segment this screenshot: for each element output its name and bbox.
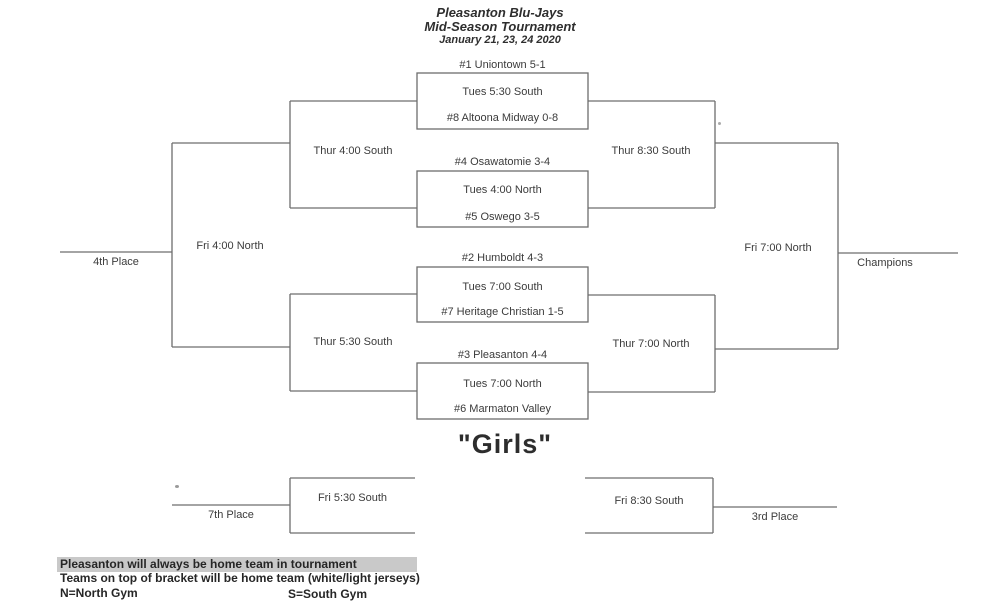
scan-artifact [718,122,721,125]
matchup-2-box [416,170,589,228]
matchup-2-bottom-team: #5 Oswego 3-5 [465,211,540,223]
third-place-lines [585,477,837,534]
matchup-3-top-team: #2 Humboldt 4-3 [461,252,544,264]
matchup-2-top-team: #4 Osawatomie 3-4 [454,156,551,168]
tournament-title: Pleasanton Blu-Jays [436,5,564,20]
tournament-dates: January 21, 23, 24 2020 [439,34,561,46]
matchup-1-time: Tues 5:30 South [462,86,543,98]
third-place-label: 3rd Place [751,511,799,523]
consolation-semifinal-top-label: Thur 4:00 South [313,145,393,157]
tournament-header: Pleasanton Blu-Jays Mid-Season Tournamen… [350,6,650,47]
semifinal-bottom-label: Thur 7:00 North [612,338,690,350]
matchup-1-bottom-team: #8 Altoona Midway 0-8 [446,112,559,124]
seventh-place-label: 7th Place [208,509,254,521]
championship-label: Fri 7:00 North [744,242,812,254]
seventh-place-lines [172,477,415,534]
semifinal-top-label: Thur 8:30 South [611,145,691,157]
seventh-place-game-label: Fri 5:30 South [317,492,388,504]
division-label: "Girls" [457,429,553,459]
matchup-2-time: Tues 4:00 North [463,184,542,196]
third-place-game-label: Fri 8:30 South [614,495,684,507]
note-jerseys: Teams on top of bracket will be home tea… [60,571,420,585]
matchup-4-top-team: #3 Pleasanton 4-4 [457,349,548,361]
matchup-3-time: Tues 7:00 South [462,281,543,293]
matchup-1-top-team: #1 Uniontown 5-1 [459,59,546,71]
matchup-3-bottom-team: #7 Heritage Christian 1-5 [441,306,564,318]
matchup-4-bottom-team: #6 Marmaton Valley [453,403,551,415]
note-home-team: Pleasanton will always be home team in t… [57,557,417,572]
consolation-bracket-lines [60,100,417,392]
legend-south-gym: S=South Gym [288,587,368,601]
matchup-4-time: Tues 7:00 North [463,378,542,390]
scan-artifact [175,485,179,488]
champions-label: Champions [857,257,913,269]
championship-bracket-lines [588,100,958,393]
consolation-semifinal-bottom-label: Thur 5:30 South [313,336,393,348]
tournament-subtitle: Mid-Season Tournament [424,19,576,34]
legend-north-gym: N=North Gym [60,586,138,600]
fourth-place-label: 4th Place [93,256,139,268]
consolation-final-label: Fri 4:00 North [196,240,264,252]
